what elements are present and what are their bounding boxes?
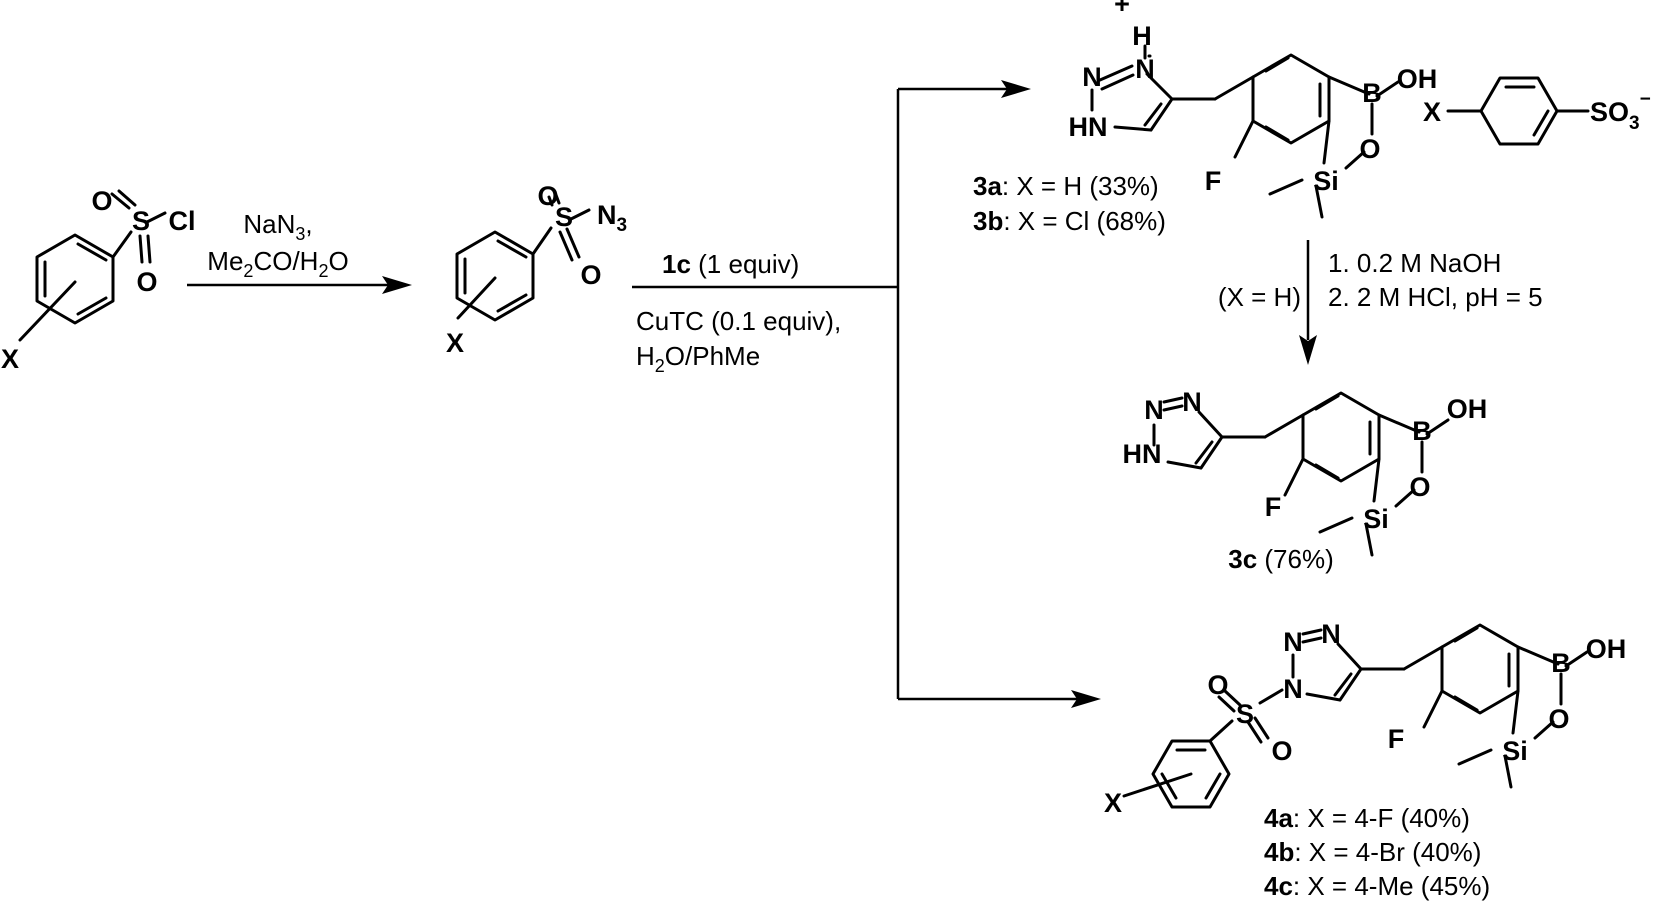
label-3c: 3c (76%) (1228, 544, 1334, 574)
reagent-nan3: NaN3, (243, 209, 312, 244)
atom-oh: OH (1397, 64, 1438, 94)
atom-o: O (1271, 736, 1292, 766)
atom-x: X (446, 328, 464, 358)
reagent-cutc: CuTC (0.1 equiv), (636, 306, 841, 336)
atom-b: B (1412, 416, 1432, 446)
atom-h: H (1132, 21, 1152, 51)
reaction-arrow-2-branch (632, 80, 1101, 708)
label-4b: 4b: X = 4-Br (40%) (1264, 837, 1481, 867)
atom-n: N (1135, 54, 1155, 84)
reagent-solvent-1: Me2CO/H2O (207, 246, 348, 281)
atom-x: X (1423, 97, 1441, 127)
atom-x: X (1, 344, 19, 374)
atom-x: X (1104, 788, 1122, 818)
reagent-naoh: 1. 0.2 M NaOH (1328, 248, 1501, 278)
atom-n: N (1082, 62, 1102, 92)
sulfonyl-azide-structure: S O O N3 X (446, 181, 627, 358)
product-4-structure: N N N S O O X B OH O Si F (1104, 619, 1626, 818)
atom-f: F (1265, 492, 1282, 522)
atom-o-top: O (91, 186, 112, 216)
atom-plus: + (1114, 0, 1130, 19)
label-4c: 4c: X = 4-Me (45%) (1264, 871, 1490, 901)
atom-o: O (1409, 472, 1430, 502)
atom-n3: N3 (597, 200, 627, 236)
sulfonate-anion-structure: X SO3− (1423, 76, 1651, 146)
atom-b: B (1551, 648, 1571, 678)
atom-n: N (1144, 395, 1164, 425)
atom-s: S (1236, 699, 1254, 729)
reaction-arrow-1 (187, 276, 412, 294)
atom-o-bottom: O (136, 267, 157, 297)
atom-oh: OH (1586, 634, 1627, 664)
atom-n: N (1283, 627, 1303, 657)
label-3b: 3b: X = Cl (68%) (973, 206, 1166, 236)
atom-s: S (132, 206, 150, 236)
atom-f: F (1388, 724, 1405, 754)
reagent-hcl: 2. 2 M HCl, pH = 5 (1328, 282, 1543, 312)
product-3c-structure: N N N HN B OH O Si F (1123, 387, 1488, 557)
atom-hn: HN (1069, 112, 1108, 142)
atom-si: Si (1313, 166, 1339, 196)
atom-o-top: O (537, 181, 558, 211)
atom-o: O (1359, 134, 1380, 164)
atom-n: N (1182, 387, 1202, 417)
atom-o: O (1207, 670, 1228, 700)
reagent-1c: 1c (1 equiv) (662, 249, 799, 279)
atom-si: Si (1502, 736, 1528, 766)
atom-o: O (1548, 704, 1569, 734)
atom-o-bottom: O (580, 260, 601, 290)
reagent-solvent-2: H2O/PhMe (636, 341, 760, 376)
atom-so3: SO3− (1590, 89, 1651, 134)
reaction-arrow-3 (1299, 240, 1317, 365)
sulfonyl-chloride-structure: S O O Cl X (1, 186, 196, 374)
atom-hn: HN (1123, 439, 1162, 469)
atom-oh: OH (1447, 394, 1488, 424)
product-3ab-structure: + H N N HN B OH O Si F (1069, 0, 1438, 219)
atom-si: Si (1363, 504, 1389, 534)
atom-b: B (1362, 78, 1382, 108)
label-3a: 3a: X = H (33%) (973, 171, 1159, 201)
atom-f: F (1205, 166, 1222, 196)
atom-n: N (1321, 619, 1341, 649)
label-4a: 4a: X = 4-F (40%) (1264, 803, 1470, 833)
atom-s: S (555, 202, 573, 232)
atom-cl: Cl (169, 206, 196, 236)
reagent-side-note: (X = H) (1218, 282, 1301, 312)
atom-n: N (1283, 674, 1303, 704)
